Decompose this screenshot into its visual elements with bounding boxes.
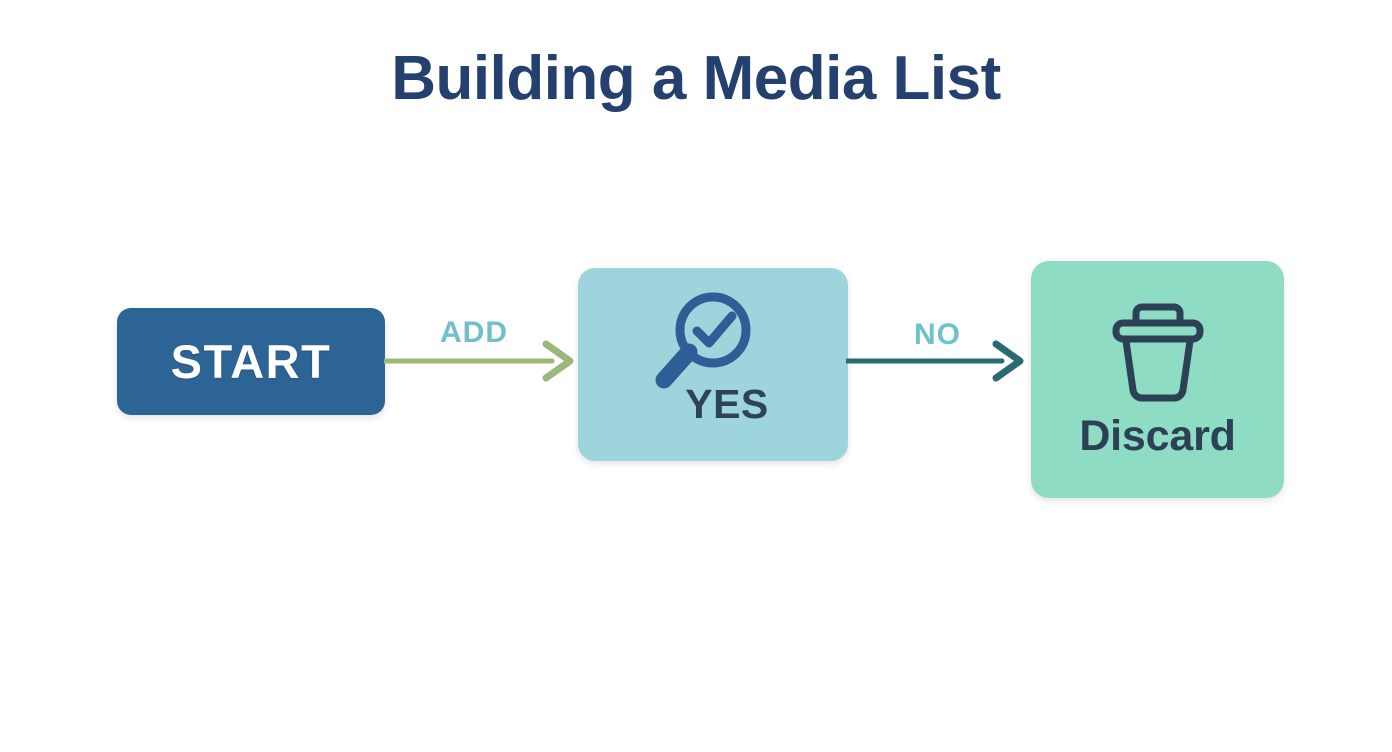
connector-add-arrowhead — [542, 340, 574, 382]
flow-node-discard-label: Discard — [1079, 412, 1236, 460]
trash-can-icon — [1102, 289, 1214, 405]
flow-node-discard[interactable]: Discard — [1031, 261, 1284, 498]
connector-add — [384, 340, 574, 382]
edge-label-add: ADD — [440, 316, 508, 349]
flow-node-start-label: START — [170, 335, 332, 388]
page-title: Building a Media List — [391, 44, 1001, 113]
connector-no — [846, 340, 1024, 382]
magnifier-check-icon — [651, 290, 761, 398]
connector-no-arrowhead — [992, 340, 1024, 382]
flow-node-review[interactable]: YES — [578, 268, 848, 461]
flow-node-review-label: YES — [685, 381, 769, 427]
flow-node-start[interactable]: START — [117, 308, 385, 415]
edge-label-no: NO — [914, 318, 961, 351]
